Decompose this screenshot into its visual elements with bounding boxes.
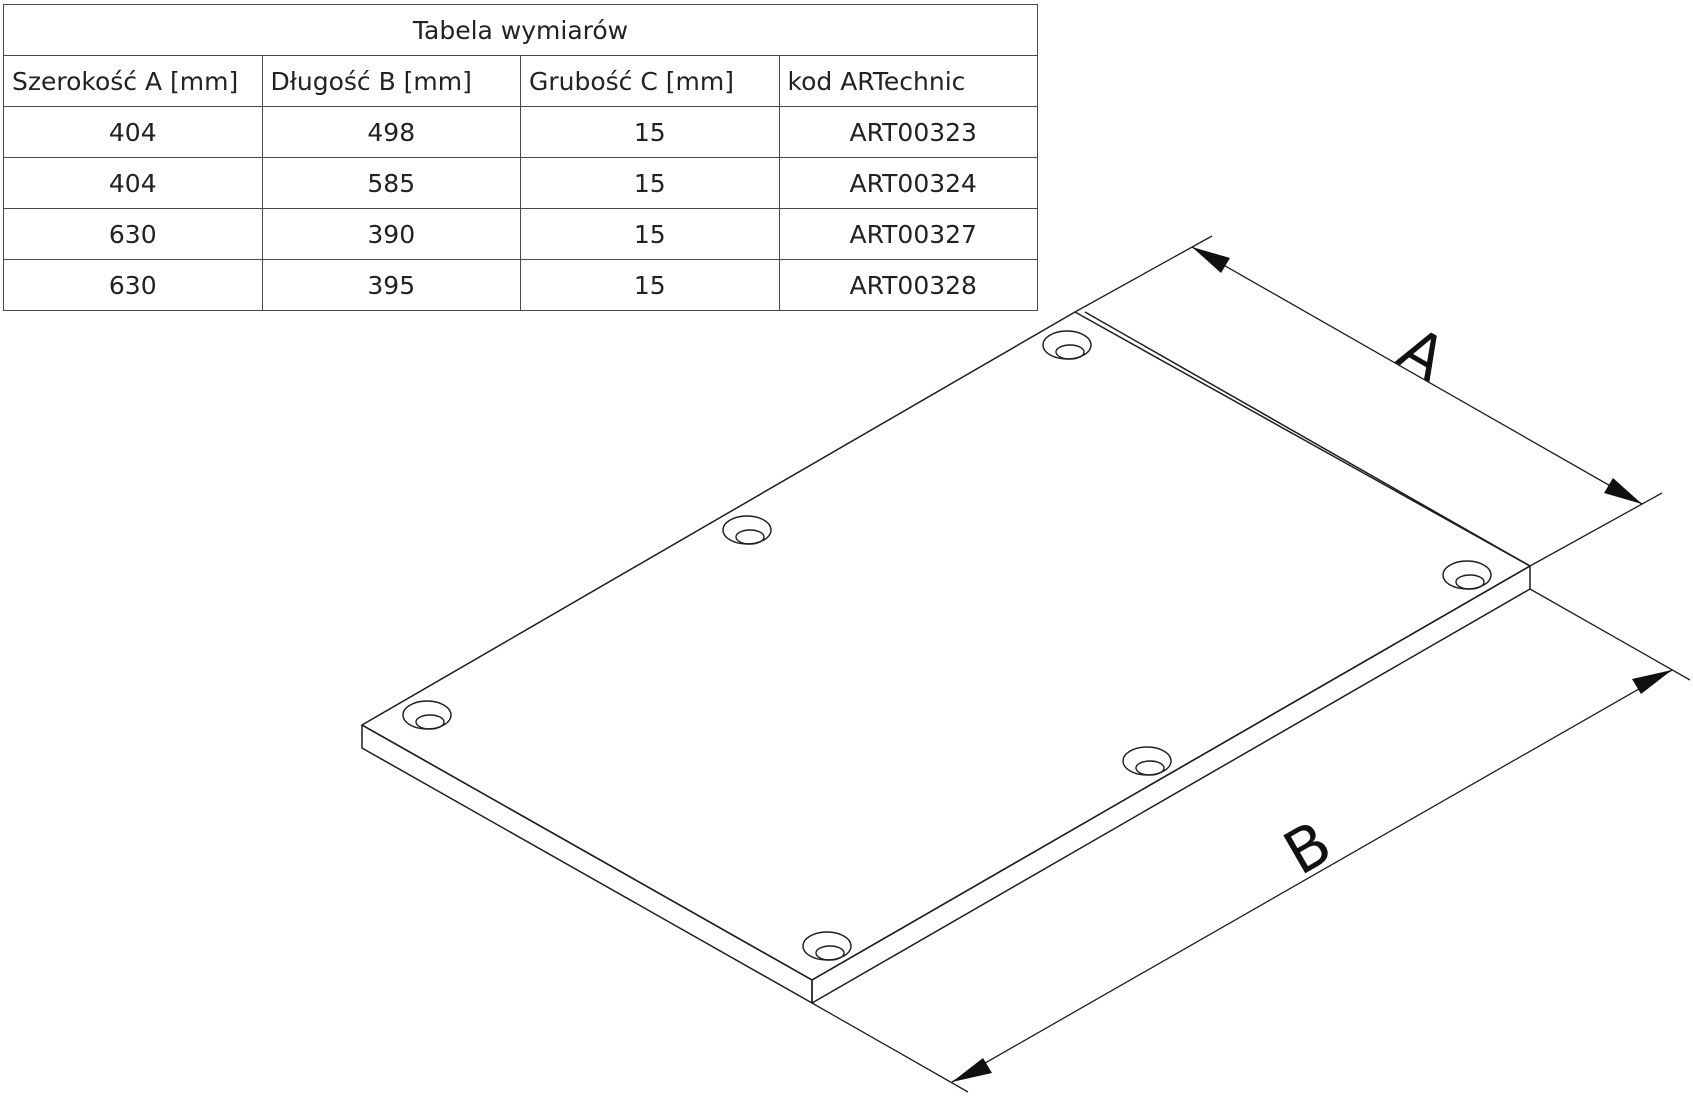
- table-row: 630 390 15 ART00327: [3, 208, 1038, 260]
- hole-4: [1442, 560, 1492, 590]
- plate-front-face: [361, 724, 813, 1004]
- dimension-b-extension-1: [1529, 588, 1691, 681]
- plate-top-face: [361, 311, 1531, 981]
- dimension-a-extension-2: [1529, 492, 1663, 567]
- cell-width: 404: [3, 157, 263, 209]
- cell-width: 630: [3, 259, 263, 311]
- cell-width: 404: [3, 106, 263, 158]
- dimension-a-label: A: [1387, 314, 1458, 395]
- cell-thickness: 15: [520, 259, 780, 311]
- dimension-b-label: B: [1273, 808, 1344, 889]
- dimension-a-extension-1: [1074, 235, 1213, 313]
- dimension-a-arrow-end: [1604, 478, 1642, 504]
- plate-rear-edge: [1084, 311, 1531, 567]
- cell-length: 585: [261, 157, 521, 209]
- dimension-b-extension-2: [811, 1002, 969, 1093]
- hole-6: [802, 931, 852, 961]
- hole-3: [1042, 330, 1092, 360]
- table-row: 630 395 15 ART00328: [3, 259, 1038, 311]
- cell-code: ART00324: [778, 157, 1038, 209]
- hole-5: [1122, 746, 1172, 776]
- cell-code: ART00327: [778, 208, 1038, 260]
- dimension-b-line: [951, 669, 1673, 1083]
- table-title: Tabela wymiarów: [3, 4, 1038, 56]
- dimension-a-line: [1191, 246, 1643, 505]
- header-width: Szerokość A [mm]: [3, 55, 263, 107]
- dimension-a-arrow-start: [1192, 247, 1230, 273]
- table-row: 404 585 15 ART00324: [3, 157, 1038, 209]
- plate-side-face: [811, 565, 1531, 1004]
- header-length: Długość B [mm]: [261, 55, 521, 107]
- table-title-row: Tabela wymiarów: [3, 4, 1038, 56]
- dimension-b-arrow-end: [1632, 670, 1672, 694]
- cell-thickness: 15: [520, 157, 780, 209]
- hole-2: [722, 515, 772, 545]
- dimension-b-arrow-start: [952, 1058, 992, 1082]
- dimension-table: Tabela wymiarów Szerokość A [mm] Długość…: [3, 4, 1038, 311]
- hole-group: [402, 330, 1492, 961]
- cell-code: ART00328: [778, 259, 1038, 311]
- hole-1: [402, 700, 452, 730]
- cell-code: ART00323: [778, 106, 1038, 158]
